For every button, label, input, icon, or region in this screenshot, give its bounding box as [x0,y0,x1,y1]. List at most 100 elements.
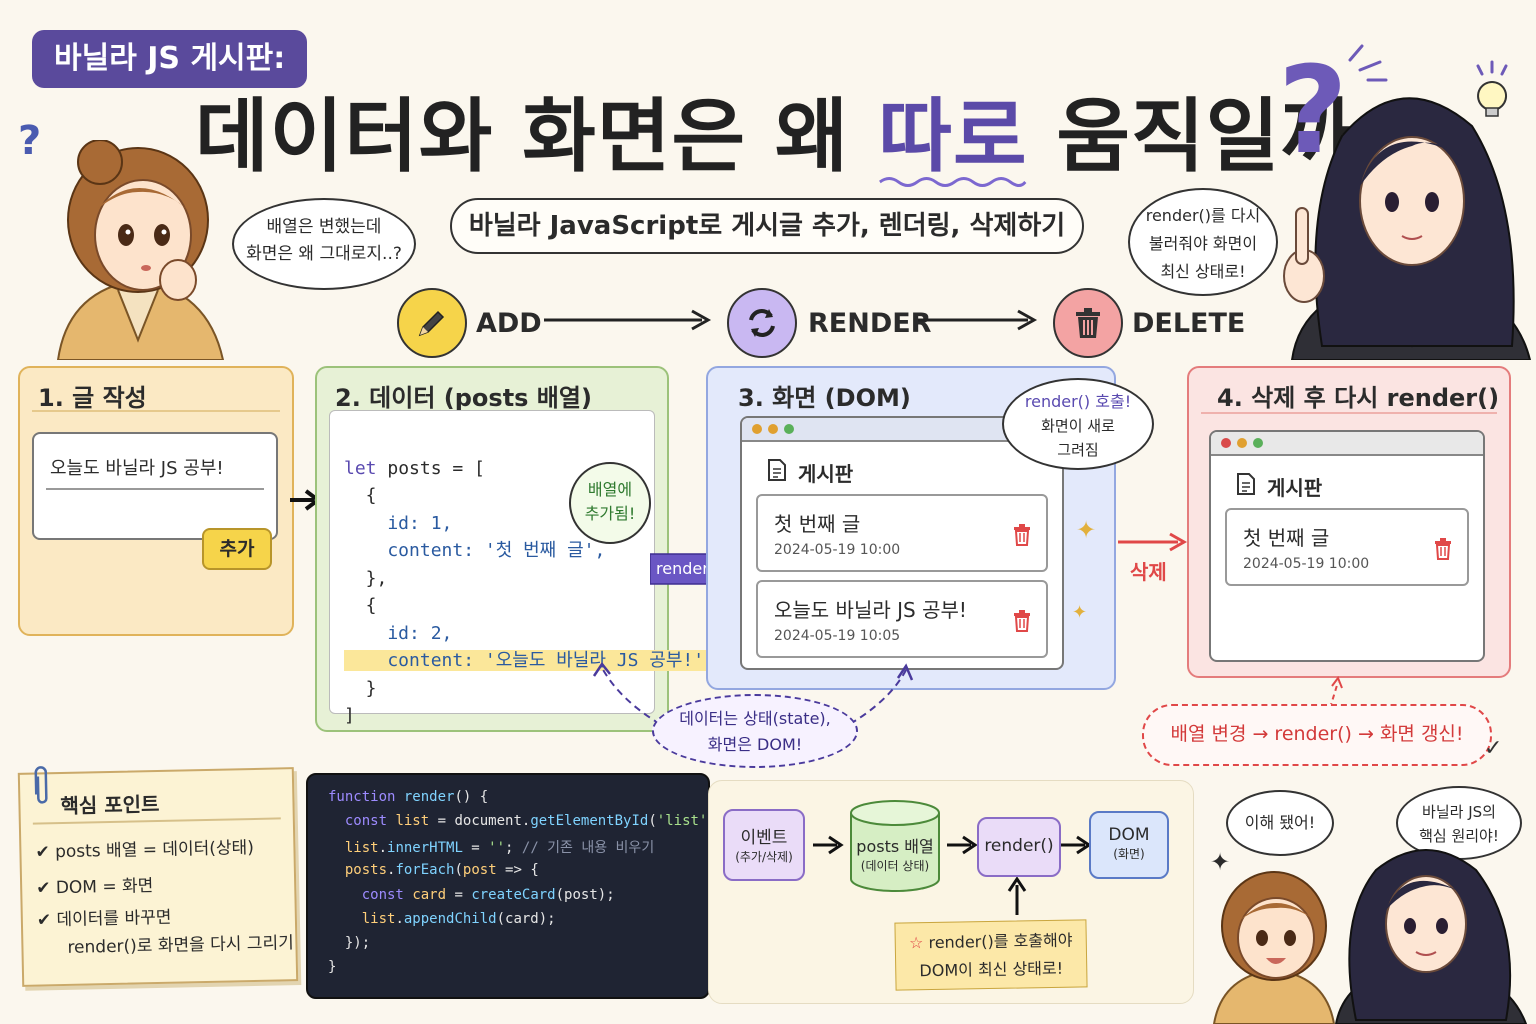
left-thought-line2: 화면은 왜 그대로지..? [246,244,402,264]
key-points-note: 핵심 포인트 ✔ posts 배열 = 데이터(상태) ✔ DOM = 화면 ✔… [17,766,299,987]
code-line: { [344,595,377,616]
browser-window: 게시판 첫 번째 글 2024-05-19 10:00 [1209,430,1485,662]
panel-write-post: 1. 글 작성 오늘도 바닐라 JS 공부! 추가 [18,366,294,636]
core-bubble-line2: 핵심 원리야! [1419,827,1499,845]
understood-bubble: 이해 됐어! [1226,790,1334,856]
add-step-icon [397,288,467,358]
lightbulb-icon [1476,60,1508,117]
title-highlight: 따로 [878,90,1027,187]
key-point-item: ✔ posts 배열 = 데이터(상태) [35,837,255,863]
trash-icon[interactable] [1012,524,1032,546]
posts-array-code-block: let posts = [ { id: 1, content: '첫 번째 글'… [329,410,715,726]
render-step-icon [727,288,797,358]
delete-step-icon [1053,288,1123,358]
post-card-title: 오늘도 바닐라 JS 공부! [774,598,967,622]
state-vs-dom-bubble: 데이터는 상태(state), 화면은 DOM! [652,694,858,768]
delete-arrow [1118,532,1188,552]
sparkle-icon: ✦ [1072,602,1088,623]
posts-array-code: let posts = [ { id: 1, content: '첫 번째 글'… [344,427,715,785]
reminder-line1: ☆ render()를 호출해야 [908,930,1073,953]
browser-titlebar [1211,432,1483,456]
post-card-title: 첫 번째 글 [774,512,861,536]
flow-node-event: 이벤트 (추가/삭제) [723,809,805,881]
code-line: ] [344,705,355,726]
board-title: 게시판 [798,462,854,486]
render-call-line1: render() 호출! [1024,392,1132,411]
document-icon [768,459,786,481]
added-bubble-line2: 추가됨! [584,504,636,523]
panel-after-delete: 4. 삭제 후 다시 render() 게시판 첫 번째 글 2024-05-1… [1187,366,1511,678]
render-reminder-note: ☆ render()를 호출해야 DOM이 최신 상태로! [894,919,1088,991]
code-line: id: 2, [344,622,453,644]
arrow-add-to-render [544,309,712,331]
girl-dark-hair-pointing [1283,97,1532,360]
trash-icon [1076,308,1100,338]
state-bubble-line2: 화면은 DOM! [707,735,803,754]
paperclip-icon [34,766,48,804]
code-line: }, [344,567,388,589]
post-input-value: 오늘도 바닐라 JS 공부! [50,458,224,479]
render-call-bubble: render() 호출! 화면이 새로 그려짐 [1002,378,1154,470]
panel1-title: 1. 글 작성 [38,384,147,412]
sparkle-icon: ✦ [1076,516,1097,544]
checkmark-icon: ✓ [1484,736,1503,761]
page-title: 데이터와 화면은 왜 따로 움직일까 [195,72,1355,188]
document-icon [1237,473,1255,495]
right-speech-line3: 최신 상태로! [1160,262,1246,281]
added-bubble-line1: 배열에 [587,480,633,499]
state-bubble-line1: 데이터는 상태(state), [679,709,831,728]
girl-brown-hair-happy [1212,871,1336,1024]
reminder-line2: DOM이 최신 상태로! [919,958,1064,981]
flow-up-arrow [1007,877,1027,915]
post-input-box[interactable]: 오늘도 바닐라 JS 공부! [32,432,278,540]
code-line: { [344,485,377,506]
post-card[interactable]: 첫 번째 글 2024-05-19 10:00 [1225,508,1469,586]
trash-icon[interactable] [1433,538,1453,560]
panel-posts-array: 2. 데이터 (posts 배열) let posts = [ { id: 1,… [315,366,715,732]
panel4-title: 4. 삭제 후 다시 render() [1217,384,1500,412]
trash-icon[interactable] [1012,610,1032,632]
update-flow-note: 배열 변경 → render() → 화면 갱신! [1142,704,1492,766]
post-card-date: 2024-05-19 10:00 [1243,556,1370,572]
flow-posts-sub: (데이터 상태) [860,859,930,873]
code-line: const card = createCard(post); [361,887,615,903]
right-speech-bubble: render()를 다시 불러줘야 화면이 최신 상태로! [1128,188,1278,296]
code-line-highlighted: content: '오늘도 바닐라 JS 공부!', [344,650,715,671]
added-to-array-bubble: 배열에 추가됨! [569,462,651,544]
panel2-title: 2. 데이터 (posts 배열) [335,384,592,412]
pencil-icon [418,310,445,337]
flow-node-render: render() [977,817,1061,877]
girl-dark-hair-smiling [1334,849,1528,1024]
render-arrow-label: render() [656,559,722,578]
header-tag: 바닐라 JS 게시판: [32,30,308,88]
subtitle: 바닐라 JavaScript로 게시글 추가, 렌더링, 삭제하기 [450,198,1084,254]
sparkle-lines-icon [1348,44,1388,82]
key-point-item-cont: render()로 화면을 다시 그리기 [67,933,294,958]
flow-event-sub: (추가/삭제) [735,850,793,864]
flow-node-dom: DOM (화면) [1089,811,1169,879]
core-bubble-line1: 바닐라 JS의 [1422,803,1496,821]
add-post-button[interactable]: 추가 [202,528,272,570]
flow-dom-sub: (화면) [1113,847,1145,861]
code-line: const list = document.getElementById('li… [344,813,724,829]
post-card-date: 2024-05-19 10:00 [774,542,901,558]
flow-arrow [813,835,844,855]
flow-arrow [947,835,978,855]
flow-posts-label: posts 배열 [856,837,934,856]
post-card[interactable]: 첫 번째 글 2024-05-19 10:00 [756,494,1048,572]
code-line: }); [328,935,371,951]
render-call-line2: 화면이 새로 [1041,417,1115,435]
sparkle-icon: ✦ [1210,848,1231,876]
code-line: posts.forEach(post => { [344,862,539,878]
key-point-item: ✔ DOM = 화면 [36,876,154,899]
post-card[interactable]: 오늘도 바닐라 JS 공부! 2024-05-19 10:05 [756,580,1048,658]
state-dashed-arrows [592,661,914,725]
left-thought-bubble: 배열은 변했는데 화면은 왜 그대로지..? [232,198,416,290]
code-line: } [328,959,337,975]
render-flow-diagram: 이벤트 (추가/삭제) posts 배열 (데이터 상태) render() D… [708,780,1194,1004]
girl-brown-hair-thinking [56,140,225,360]
code-line: list.appendChild(card); [361,911,556,927]
title-part1: 데이터와 화면은 왜 [195,90,879,183]
post-card-date: 2024-05-19 10:05 [774,628,901,644]
confused-question-mark: ? [18,118,42,164]
